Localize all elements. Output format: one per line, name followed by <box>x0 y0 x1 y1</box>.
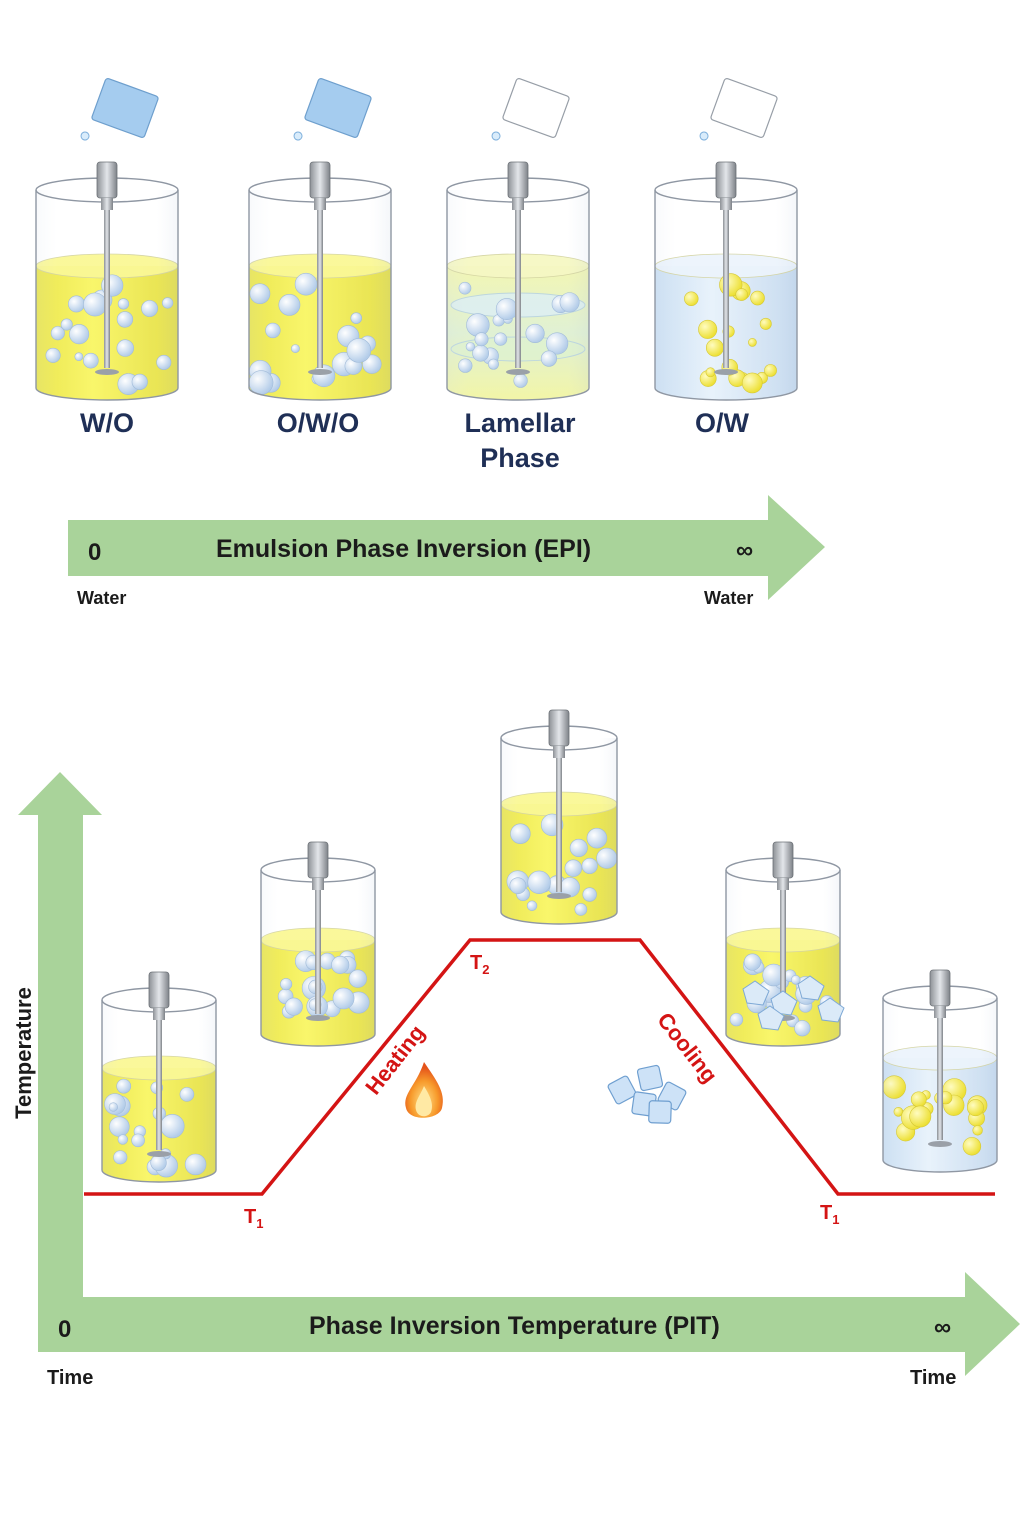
stirrer-rod <box>515 192 521 368</box>
cup-body <box>304 77 372 139</box>
water-cup-icon <box>491 77 570 141</box>
pit-arrow-title: Phase Inversion Temperature (PIT) <box>309 1312 720 1340</box>
beakers-group <box>35 77 998 1183</box>
stirrer-blade <box>928 1141 952 1147</box>
stirrer-coupling <box>934 1006 946 1018</box>
beaker-label-o-w-o: O/W/O <box>276 408 360 438</box>
y-arrow-shape <box>18 772 102 1352</box>
beaker-pit-2 <box>260 841 376 1047</box>
stirrer-blade <box>306 1015 330 1021</box>
stirrer-blade <box>308 369 332 375</box>
beaker-pit-3 <box>500 709 618 925</box>
water-cup-icon <box>293 77 372 141</box>
pit-end-label: Time <box>910 1367 957 1389</box>
stirrer-blade <box>95 369 119 375</box>
icons-group <box>405 975 845 1124</box>
ice-chunk <box>757 1005 785 1031</box>
water-cup-icon <box>80 77 159 141</box>
epi-end-value: ∞ <box>736 537 754 564</box>
water-drop <box>80 131 90 141</box>
stirrer-motor <box>548 709 570 747</box>
flame-inner <box>415 1086 433 1117</box>
stirrer-coupling <box>777 878 789 890</box>
temperature-curve <box>84 938 995 1196</box>
water-drop <box>491 131 501 141</box>
stirrer-rod <box>315 872 321 1014</box>
stirrer-coupling <box>314 198 326 210</box>
beaker-lamellar <box>446 77 590 401</box>
epi-start-label: Water <box>77 588 127 608</box>
stirrer-coupling <box>101 198 113 210</box>
temperature-axis-arrow <box>18 772 102 1352</box>
stirrer-rod <box>104 192 110 368</box>
stirrer-motor <box>772 841 794 879</box>
ice-chunk <box>797 975 825 1001</box>
pit-end-value: ∞ <box>934 1314 952 1341</box>
stirrer-rod <box>156 1002 162 1150</box>
beaker-o-w <box>654 77 798 401</box>
stirrer-rod <box>317 192 323 368</box>
epi-arrow-title: Emulsion Phase Inversion (EPI) <box>216 535 592 563</box>
cup-body <box>710 77 778 139</box>
ice-cube <box>607 1075 637 1105</box>
t1-right-label: T1 <box>820 1202 840 1227</box>
beaker-w-o <box>35 77 179 401</box>
stirrer-motor <box>309 161 331 199</box>
stirrer-rod <box>556 740 562 892</box>
beaker-label-w-o: W/O <box>80 408 134 438</box>
t2-label: T2 <box>470 952 490 977</box>
ice-chunk <box>817 997 845 1023</box>
beaker-pit-5 <box>882 969 998 1173</box>
epi-arrow-shape <box>68 495 825 600</box>
flame-icon <box>405 1062 443 1118</box>
stirrer-blade <box>547 893 571 899</box>
ice-chunk <box>742 980 770 1006</box>
x-arrow-shape <box>38 1272 1020 1376</box>
beaker-pit-1 <box>101 971 217 1183</box>
cup-body <box>91 77 159 139</box>
stirrer-blade <box>506 369 530 375</box>
stirrer-blade <box>147 1151 171 1157</box>
stirrer-rod <box>780 872 786 1014</box>
stirrer-coupling <box>553 746 565 758</box>
stirrer-coupling <box>153 1008 165 1020</box>
stirrer-rod <box>937 1000 943 1140</box>
stirrer-motor <box>148 971 170 1009</box>
pit-start-value: 0 <box>58 1316 72 1343</box>
beaker-label-lamellar-phase: Lamellar Phase <box>464 408 576 473</box>
temperature-profile-line <box>84 938 995 1196</box>
stirrer-coupling <box>312 878 324 890</box>
time-axis-arrow <box>38 1272 1020 1376</box>
ice-cube <box>636 1064 664 1092</box>
ice-chunks-icon <box>742 975 845 1031</box>
water-drop <box>293 131 303 141</box>
stirrer-motor <box>929 969 951 1007</box>
stirrer-motor <box>715 161 737 199</box>
water-drop <box>699 131 709 141</box>
stirrer-rod <box>723 192 729 368</box>
stirrer-motor <box>96 161 118 199</box>
stirrer-coupling <box>512 198 524 210</box>
epi-end-label: Water <box>704 588 754 608</box>
ice-cube <box>648 1100 672 1124</box>
epi-arrow <box>68 495 825 600</box>
stirrer-motor <box>507 161 529 199</box>
beaker-label-o-w: O/W <box>695 408 749 438</box>
beaker-o-w-o <box>248 77 392 401</box>
epi-start-value: 0 <box>88 539 102 566</box>
ice-cubes-icon <box>607 1064 687 1124</box>
stirrer-motor <box>307 841 329 879</box>
stirrer-coupling <box>720 198 732 210</box>
pit-start-label: Time <box>47 1367 94 1389</box>
cup-body <box>502 77 570 139</box>
t1-left-label: T1 <box>244 1206 264 1231</box>
stirrer-blade <box>714 369 738 375</box>
water-cup-icon <box>699 77 778 141</box>
temperature-axis-label: Temperature <box>10 987 36 1119</box>
